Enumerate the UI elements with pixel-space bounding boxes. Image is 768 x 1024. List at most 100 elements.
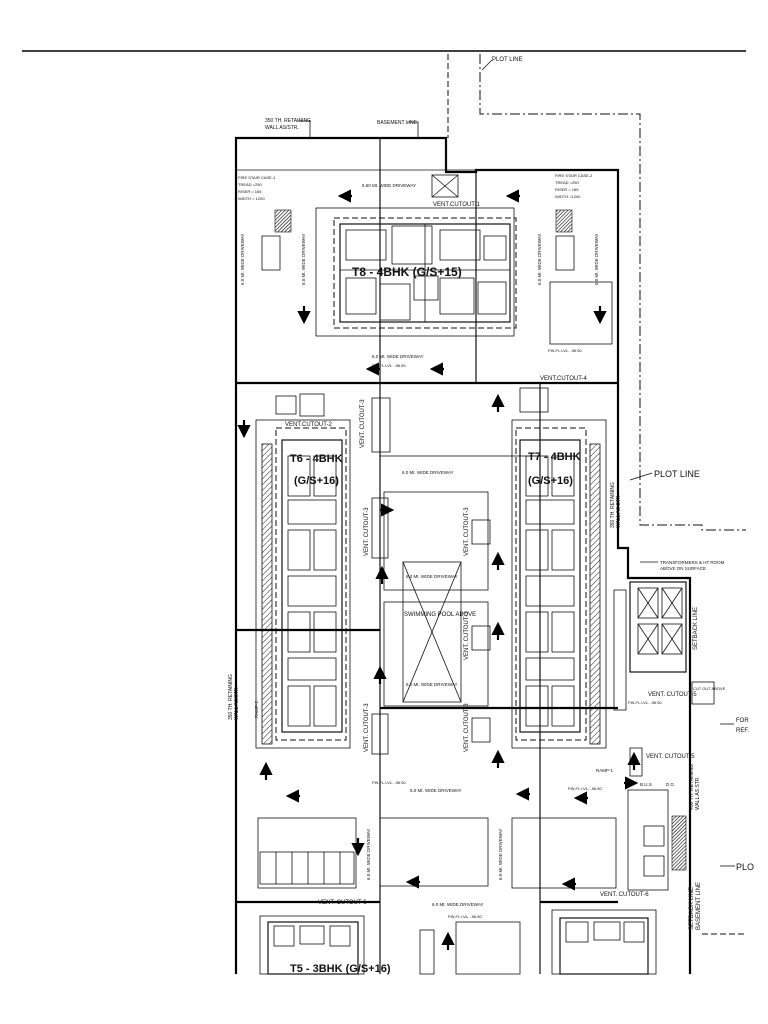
svg-text:CUT OUT ABOVE: CUT OUT ABOVE <box>693 686 726 691</box>
vent-cutout-1: VENT.CUTOUT-1 <box>431 174 481 208</box>
svg-text:ABOVE ON SURFACE: ABOVE ON SURFACE <box>660 566 706 571</box>
svg-text:RISER = 165: RISER = 165 <box>555 187 579 192</box>
svg-text:RISER = 165: RISER = 165 <box>238 189 262 194</box>
vent-cutout-6: VENT. CUTOUT-6 VENT. CUTOUT-6 <box>318 892 649 906</box>
tower-t7: T7 - 4BHK (G/S+16) <box>511 419 607 749</box>
svg-text:6.0 Mt. WIDE DRIVEWAY: 6.0 Mt. WIDE DRIVEWAY <box>406 574 458 579</box>
svg-text:350 TH. RETAINING: 350 TH. RETAINING <box>265 118 311 124</box>
plot-line-label-right: PLOT LINE <box>629 469 700 481</box>
tower-bottom-right <box>551 909 657 975</box>
svg-text:VENT. CUTOUT-3: VENT. CUTOUT-3 <box>364 507 370 556</box>
cutout-box-left-top <box>261 235 281 271</box>
driveway-vertical-label-3: 6.0 Mt. WIDE DRIVEWAY <box>537 233 542 285</box>
svg-text:FIRE STAIR CASE-2: FIRE STAIR CASE-2 <box>555 173 593 178</box>
svg-text:REF.: REF. <box>736 728 749 734</box>
fin-level-label-bottom: FIN.FL.LVL. -96.50 <box>448 914 482 919</box>
traffic-arrows <box>237 189 641 950</box>
svg-text:6.0 Mt. WIDE DRIVEWAY: 6.0 Mt. WIDE DRIVEWAY <box>406 682 458 687</box>
svg-text:WIDTH =1200: WIDTH =1200 <box>555 194 581 199</box>
transformer-room: TRANSFORMERS & HT ROOM ABOVE ON SURFACE <box>613 560 725 711</box>
svg-text:BASEMENT LINE: BASEMENT LINE <box>377 120 418 126</box>
fire-stair-2-note: FIRE STAIR CASE-2 TREAD =250 RISER = 165… <box>555 173 593 199</box>
tower-t8: T8 - 4BHK (G/S+15) <box>315 207 517 337</box>
driveway-vertical-label-5: 6.0 Mt. WIDE DRIVEWAY <box>366 828 371 880</box>
tower-t8-label: T8 - 4BHK (G/S+15) <box>352 265 462 279</box>
svg-text:6.0 Mt. WIDE DRIVEWAY: 6.0 Mt. WIDE DRIVEWAY <box>402 470 454 475</box>
bus-label: B.U.S <box>640 782 652 787</box>
svg-text:350 TH. RETAINING: 350 TH. RETAINING <box>228 674 234 720</box>
svg-text:350 TH. RETAINING: 350 TH. RETAINING <box>610 482 616 528</box>
svg-text:450 TH. RETAINING: 450 TH. RETAINING <box>689 764 695 810</box>
svg-text:VENT. CUTOUT-5: VENT. CUTOUT-5 <box>646 754 695 760</box>
ramp-1-label: RAMP-1 <box>596 768 613 773</box>
svg-text:TREAD =250: TREAD =250 <box>238 182 262 187</box>
svg-text:VENT. CUTOUT-3: VENT. CUTOUT-3 <box>360 399 366 448</box>
tower-t6-label-2: (G/S+16) <box>294 475 339 487</box>
setback-basement-label: SETBACK LINE BASEMENT LINE <box>689 882 702 930</box>
svg-text:TREAD =250: TREAD =250 <box>555 180 579 185</box>
tower-t5-label: T5 - 3BHK (G/S+16) <box>290 963 391 975</box>
tower-t6: T6 - 4BHK (G/S+16) <box>255 419 351 749</box>
vent-cutout-5: VENT. CUTOUT-5 CUT OUT ABOVE VENT. CUTOU… <box>629 681 726 777</box>
cutout-box-right-top <box>555 235 575 271</box>
parking-bottom-center <box>455 921 521 975</box>
plot-line-edge-text: PLO <box>736 862 754 872</box>
svg-text:VENT. CUTOUT-3: VENT. CUTOUT-3 <box>464 703 470 752</box>
fin-level-label-lower-right: FIN.FL.LVL. -96.50 <box>568 786 602 791</box>
svg-text:VENT. CUTOUT-3: VENT. CUTOUT-3 <box>464 611 470 660</box>
swimming-pool-label: SWIMMING POOL ABOVE <box>404 612 476 618</box>
vent-cutout-3-top: VENT. CUTOUT-3 <box>360 397 391 453</box>
retaining-wall-left-label: 350 TH. RETAINING WALL AS/STR. <box>228 674 240 720</box>
fin-level-label-right: FIN.FL.LVL. -96.50 <box>628 700 662 705</box>
svg-text:VENT.CUTOUT-2: VENT.CUTOUT-2 <box>285 422 333 428</box>
fin-level-label-top-right: FIN.FL.LVL. -96.50 <box>548 348 582 353</box>
svg-text:TRANSFORMERS & HT ROOM: TRANSFORMERS & HT ROOM <box>660 560 725 565</box>
driveway-label-top: 5.50 Mt. WIDE DRIVEWAY <box>362 183 416 188</box>
dg-room <box>627 789 669 891</box>
vent-cutout-3-mid-left: VENT. CUTOUT-3 VENT. CUTOUT-3 <box>364 497 389 755</box>
for-ref-note: FOR REF. <box>720 718 749 734</box>
svg-text:VENT. CUTOUT-6: VENT. CUTOUT-6 <box>318 900 367 906</box>
svg-text:WALL AS/STR.: WALL AS/STR. <box>265 125 299 131</box>
plot-line-label-top: PLOT LINE <box>481 57 523 71</box>
driveway-vertical-label-6: 6.0 Mt. WIDE DRIVEWAY <box>498 828 503 880</box>
parking-lower-left <box>257 817 357 889</box>
fin-level-label-lower: FIN.FL.LVL. -96.50 <box>372 780 406 785</box>
dg-label: D.G <box>666 782 675 787</box>
svg-text:WALL AS/STR.: WALL AS/STR. <box>234 686 240 720</box>
stair-core-right <box>671 815 687 871</box>
tower-t7-label-1: T7 - 4BHK <box>528 451 581 463</box>
svg-text:VENT. CUTOUT-3: VENT. CUTOUT-3 <box>364 703 370 752</box>
retaining-wall-label-top: 350 TH. RETAINING WALL AS/STR. <box>265 118 311 138</box>
vent-cutout-3-mid-right: VENT. CUTOUT-3 VENT. CUTOUT-3 VENT. CUTO… <box>464 507 491 752</box>
svg-text:VENT.CUTOUT-4: VENT.CUTOUT-4 <box>540 376 588 382</box>
central-core: 6.0 Mt. WIDE DRIVEWAY 6.0 Mt. WIDE DRIVE… <box>379 455 541 709</box>
ramp-bottom <box>419 929 435 975</box>
parking-block-top-right <box>549 281 613 345</box>
ramp-2-label: RAMP-2 <box>254 701 259 718</box>
driveway-label-bottom: 6.0 Mt. WIDE DRIVEWAY <box>432 902 484 907</box>
driveway-vertical-label-1: 6.0 Mt. WIDE DRIVEWAY <box>240 233 245 285</box>
svg-text:BASEMENT LINE: BASEMENT LINE <box>696 882 702 930</box>
svg-text:VENT. CUTOUT-6: VENT. CUTOUT-6 <box>600 892 649 898</box>
vent-cutout-4: VENT.CUTOUT-4 <box>519 376 588 413</box>
driveway-vertical-label-4: 6.0 Mt. WIDE DRIVEWAY <box>594 233 599 285</box>
driveway-vertical-label-2: 6.0 Mt. WIDE DRIVEWAY <box>301 233 306 285</box>
retaining-wall-450-label: 450 TH. RETAINING WALL AS STR. <box>689 764 701 810</box>
parking-lower-right <box>511 817 617 889</box>
parking-lower-center <box>379 817 489 887</box>
svg-text:WALL AS STR.: WALL AS STR. <box>616 494 622 528</box>
vent-cutout-2: VENT.CUTOUT-2 <box>275 393 333 428</box>
svg-text:SETBACK LINE: SETBACK LINE <box>689 887 695 930</box>
svg-text:WIDTH = 1200: WIDTH = 1200 <box>238 196 265 201</box>
fire-stair-1-note: FIRE STAIR CASE-1 TREAD =250 RISER = 165… <box>238 175 276 201</box>
plot-line <box>447 54 746 935</box>
svg-text:VENT. CUTOUT-5: VENT. CUTOUT-5 <box>648 692 697 698</box>
tower-t7-label-2: (G/S+16) <box>528 475 573 487</box>
setback-line-label: SETBACK LINE <box>693 607 699 650</box>
tower-t6-label-1: T6 - 4BHK <box>290 453 343 465</box>
fire-stair-1 <box>274 209 292 233</box>
svg-text:FIRE STAIR CASE-1: FIRE STAIR CASE-1 <box>238 175 276 180</box>
tower-t5: T5 - 3BHK (G/S+16) <box>259 915 391 975</box>
